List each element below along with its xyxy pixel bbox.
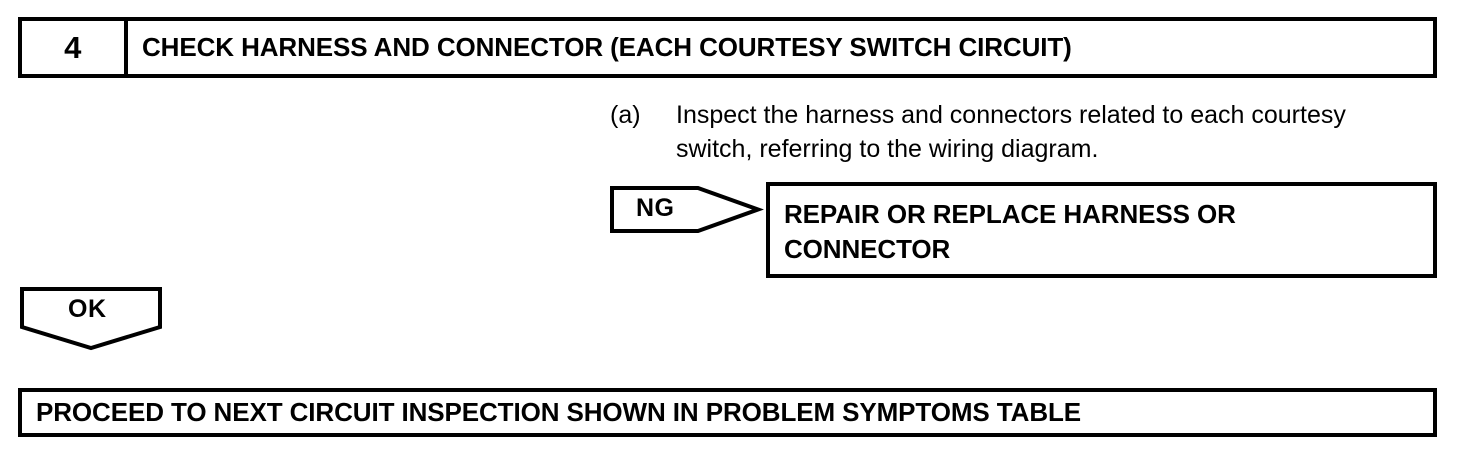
- ng-outcome-text: REPAIR OR REPLACE HARNESS OR CONNECTOR: [784, 199, 1236, 264]
- ok-outcome-text: PROCEED TO NEXT CIRCUIT INSPECTION SHOWN…: [36, 397, 1082, 427]
- ng-branch-arrow: NG: [610, 186, 764, 233]
- ok-branch-label: OK: [68, 295, 107, 323]
- ng-outcome-box: REPAIR OR REPLACE HARNESS OR CONNECTOR: [766, 182, 1437, 278]
- arrow-right-icon: [610, 186, 764, 233]
- arrow-down-icon: [20, 287, 162, 351]
- step-title: CHECK HARNESS AND CONNECTOR (EACH COURTE…: [142, 32, 1072, 62]
- ok-outcome-box: PROCEED TO NEXT CIRCUIT INSPECTION SHOWN…: [18, 388, 1437, 437]
- instruction-marker: (a): [610, 101, 641, 129]
- instruction-text: Inspect the harness and connectors relat…: [676, 101, 1346, 163]
- ok-branch-arrow: OK: [20, 287, 162, 351]
- step-number: 4: [22, 21, 128, 74]
- instruction-block: (a) Inspect the harness and connectors r…: [610, 98, 1420, 166]
- step-header-bar: 4 CHECK HARNESS AND CONNECTOR (EACH COUR…: [18, 17, 1437, 78]
- ng-branch-label: NG: [636, 194, 675, 222]
